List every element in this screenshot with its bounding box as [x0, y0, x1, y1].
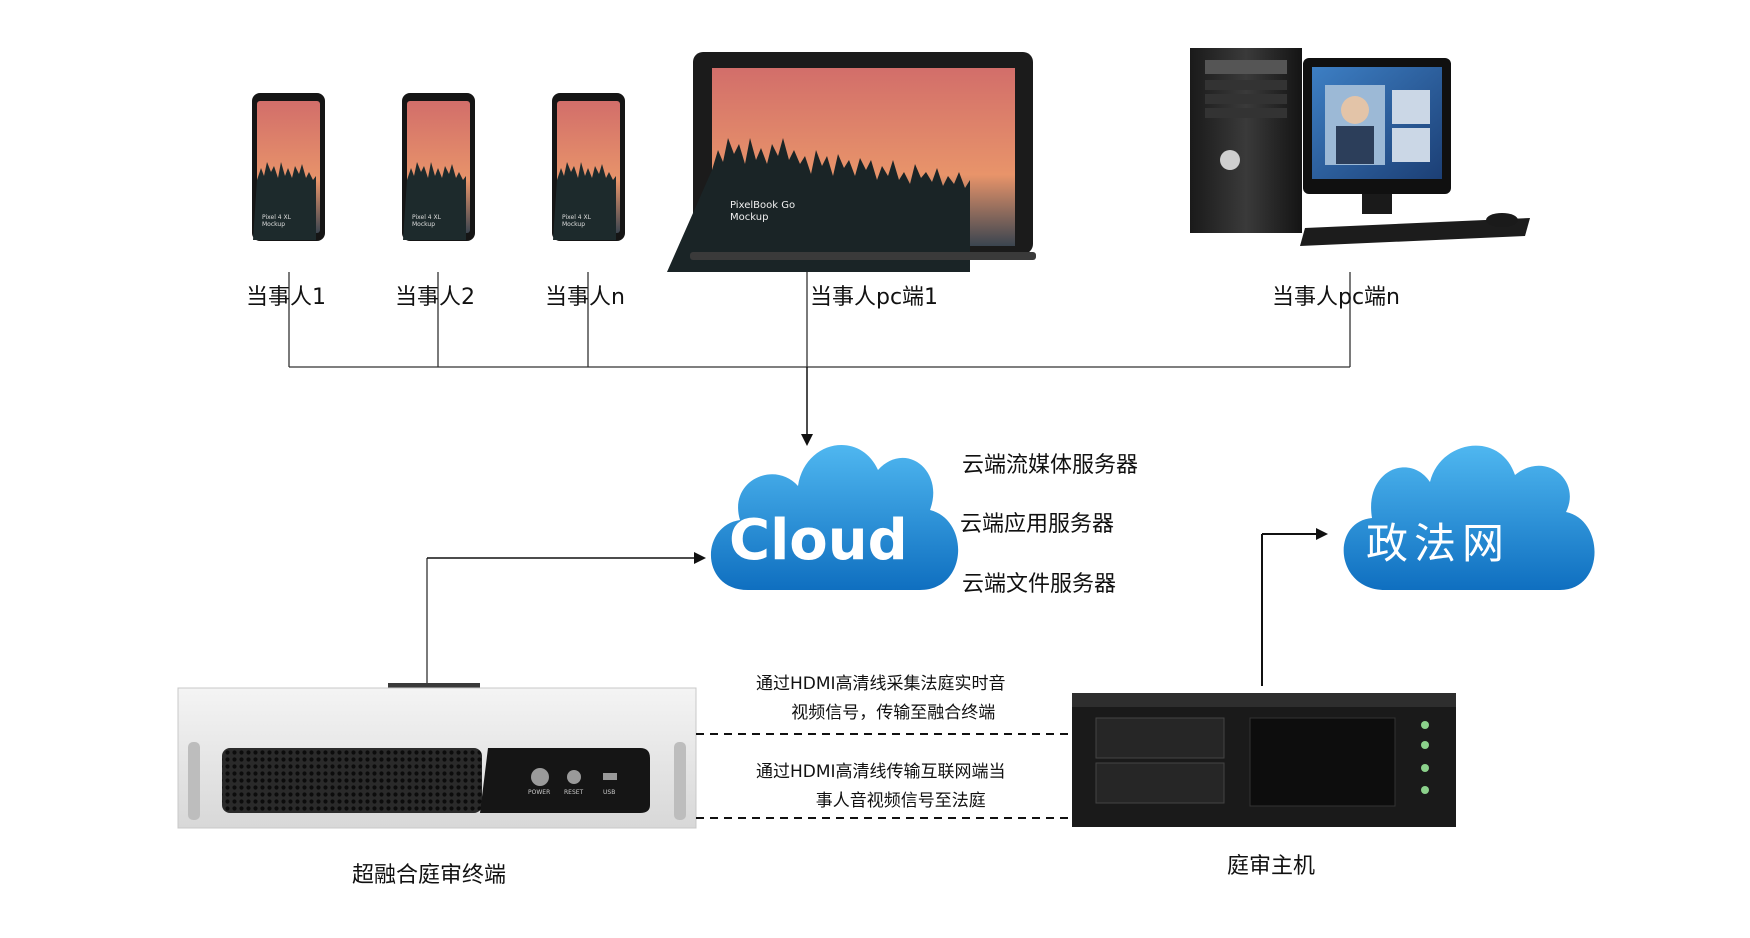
- cloud-service-file: 云端文件服务器: [962, 572, 1117, 597]
- cloud-shape: [710, 445, 959, 590]
- phone-n-screen-line2: Mockup: [562, 221, 586, 228]
- hdmi-bottom-text-line1: 通过HDMI高清线传输互联网端当: [756, 762, 1006, 782]
- phone-2-device: [402, 93, 475, 241]
- terminal-device: [177, 683, 697, 829]
- terminal-button-reset: RESET: [564, 789, 584, 796]
- host-label: 庭审主机: [1227, 854, 1316, 879]
- phone-2-screen-line2: Mockup: [412, 221, 436, 228]
- desktop-pc-device: [1190, 48, 1530, 246]
- hdmi-bottom-text: 通过HDMI高清线传输互联网端当 事人音视频信号至法庭: [756, 758, 1006, 816]
- terminal-button-usb: USB: [603, 789, 616, 796]
- party-label-pc1: 当事人pc端1: [810, 285, 939, 310]
- party-connector-lines: [288, 272, 1351, 368]
- laptop-screen-line1: PixelBook Go: [730, 200, 796, 211]
- phone-1-device: [252, 93, 325, 241]
- laptop-screen-text: PixelBook Go Mockup: [730, 200, 795, 224]
- cloud-label: Cloud: [729, 508, 908, 573]
- laptop-screen-line2: Mockup: [730, 212, 769, 223]
- cloud-service-streaming: 云端流媒体服务器: [962, 453, 1139, 478]
- phone-1-screen-line2: Mockup: [262, 221, 286, 228]
- hdmi-top-text-line2: 视频信号，传输至融合终端: [791, 703, 996, 723]
- party-label-1: 当事人1: [246, 285, 326, 310]
- terminal-label: 超融合庭审终端: [352, 863, 507, 888]
- phone-2-screen-line1: Pixel 4 XL: [412, 214, 441, 221]
- hdmi-top-text: 通过HDMI高清线采集法庭实时音 视频信号，传输至融合终端: [756, 670, 1006, 728]
- zhengfa-label: 政法网: [1366, 519, 1511, 568]
- laptop-device: [667, 52, 1036, 272]
- phone-n-screen-text: Pixel 4 XL Mockup: [562, 214, 591, 228]
- hdmi-top-text-line1: 通过HDMI高清线采集法庭实时音: [756, 674, 1006, 694]
- phone-1-screen-text: Pixel 4 XL Mockup: [262, 214, 291, 228]
- host-device: [1072, 693, 1456, 827]
- terminal-button-power: POWER: [528, 789, 551, 796]
- party-label-pcn: 当事人pc端n: [1272, 285, 1401, 310]
- zhengfa-cloud-shape: [1343, 445, 1595, 590]
- phone-n-device: [552, 93, 625, 241]
- party-label-2: 当事人2: [395, 285, 475, 310]
- phone-n-screen-line1: Pixel 4 XL: [562, 214, 591, 221]
- phone-2-screen-text: Pixel 4 XL Mockup: [412, 214, 441, 228]
- party-label-n: 当事人n: [545, 285, 625, 310]
- hdmi-bottom-text-line2: 事人音视频信号至法庭: [815, 791, 986, 811]
- phone-1-screen-line1: Pixel 4 XL: [262, 214, 291, 221]
- cloud-service-application: 云端应用服务器: [960, 512, 1115, 537]
